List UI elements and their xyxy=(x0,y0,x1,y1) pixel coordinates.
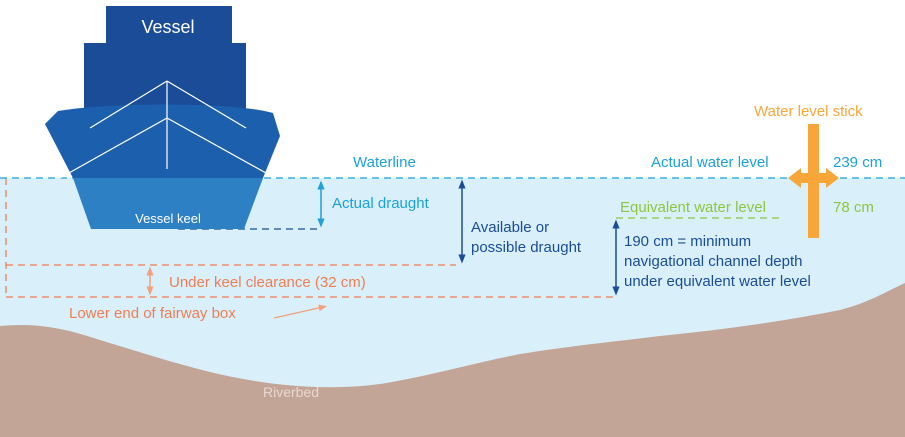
available-draught-label-2: possible draught xyxy=(471,239,582,256)
water-level-stick-label: Water level stick xyxy=(754,103,863,120)
stick-marker-arrows xyxy=(788,168,839,188)
equivalent-water-level-label: Equivalent water level xyxy=(620,199,766,216)
min-depth-label-1: 190 cm = minimum xyxy=(624,233,751,250)
min-depth-label-3: under equivalent water level xyxy=(624,273,811,290)
actual-water-level-value: 239 cm xyxy=(833,154,882,171)
waterline-label: Waterline xyxy=(353,154,416,171)
under-keel-clearance-label: Under keel clearance (32 cm) xyxy=(169,274,366,291)
water-level-stick xyxy=(788,124,839,238)
riverbed xyxy=(0,283,905,437)
vessel-hull xyxy=(45,104,280,178)
vessel-bow-lines xyxy=(59,80,276,179)
min-depth-label-2: navigational channel depth xyxy=(624,253,802,270)
riverbed-label: Riverbed xyxy=(263,384,319,400)
fairway-box xyxy=(5,178,613,298)
vessel-keel-section xyxy=(73,178,263,229)
lower-end-fairway-label: Lower end of fairway box xyxy=(69,305,236,322)
vessel xyxy=(45,6,280,229)
vessel-label: Vessel xyxy=(141,17,194,37)
equivalent-water-level-value: 78 cm xyxy=(833,199,874,216)
vessel-keel-label: Vessel keel xyxy=(135,211,201,226)
available-draught-label-1: Available or xyxy=(471,219,549,236)
vessel-bridge xyxy=(106,6,232,44)
fairway-pointer-arrow xyxy=(273,304,328,319)
actual-draught-label: Actual draught xyxy=(332,195,430,212)
actual-water-level-label: Actual water level xyxy=(651,154,769,171)
